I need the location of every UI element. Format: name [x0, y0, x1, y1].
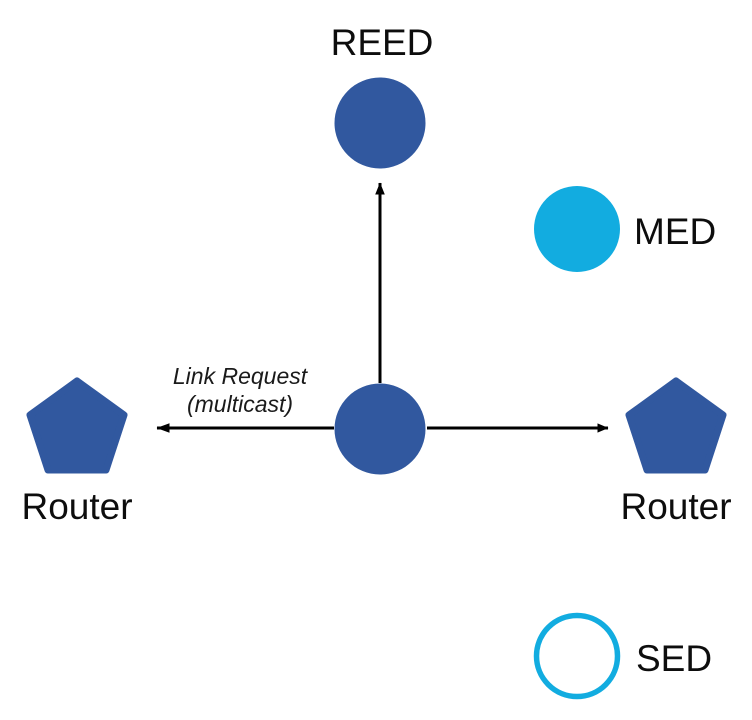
node-router-left[interactable]: Router	[21, 377, 133, 527]
reed-circle-icon[interactable]	[334, 77, 426, 169]
link-request-annotation: Link Request (multicast)	[173, 363, 309, 417]
node-med[interactable]: MED	[534, 186, 716, 272]
link-request-line1: Link Request	[173, 363, 309, 389]
node-center-router[interactable]	[334, 383, 426, 475]
node-reed[interactable]: REED	[331, 22, 434, 169]
router-left-pentagon-icon[interactable]	[26, 377, 128, 474]
link-request-line2: (multicast)	[187, 391, 293, 417]
sed-label: SED	[636, 638, 712, 679]
router-left-label: Router	[21, 486, 132, 527]
center-router-circle-icon[interactable]	[334, 383, 426, 475]
router-right-pentagon-icon[interactable]	[625, 377, 727, 474]
med-circle-icon[interactable]	[534, 186, 620, 272]
node-sed[interactable]: SED	[533, 612, 713, 700]
sed-circle-icon[interactable]	[533, 612, 621, 700]
reed-label: REED	[331, 22, 434, 63]
router-right-label: Router	[620, 486, 731, 527]
med-label: MED	[634, 211, 716, 252]
node-router-right[interactable]: Router	[620, 377, 732, 527]
